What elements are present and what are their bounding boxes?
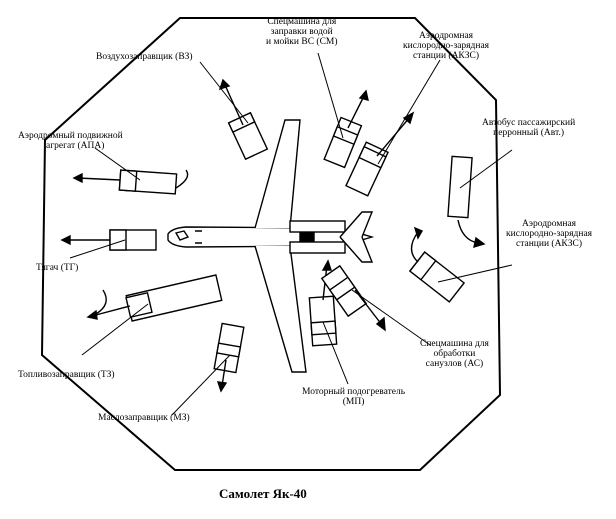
label-sm: Спецмашина для заправки водой и мойки ВС…: [266, 17, 338, 47]
label-mz: Маслозаправщик (МЗ): [98, 413, 190, 423]
vehicle-mp: [308, 259, 338, 347]
service-area-boundary: [40, 17, 502, 471]
label-as: Спецмашина для обработки санузлов (АС): [420, 339, 489, 369]
vehicle-mz: [213, 322, 245, 393]
label-leader-lines: [69, 52, 513, 416]
label-apa: Аэродромный подвижной агрегат (АПА): [18, 131, 123, 151]
label-mp: Моторный подогреватель (МП): [302, 387, 406, 407]
vehicle-as: [320, 264, 386, 332]
vehicle-tg: [60, 229, 157, 251]
label-vz: Воздухозаправщик (ВЗ): [96, 52, 193, 62]
label-avt: Автобус пассажирский перронный (Авт.): [482, 118, 576, 138]
label-tg: Тягач (ТГ): [36, 263, 79, 273]
vehicle-tz: [86, 274, 223, 322]
label-akzs-right: Аэродромная кислородно-зарядная станции …: [506, 219, 593, 249]
vehicle-vz: [218, 78, 269, 161]
vehicle-bus: [447, 155, 486, 249]
label-akzs-top: Аэродромная кислородно-зарядная станции …: [403, 31, 490, 61]
vehicle-akzs-right: [408, 226, 466, 303]
label-tz: Топливозаправщик (ТЗ): [18, 370, 115, 380]
diagram-caption: Самолет Як-40: [219, 486, 307, 501]
aircraft-yak40: [167, 119, 375, 373]
vehicle-sm: [323, 89, 369, 169]
